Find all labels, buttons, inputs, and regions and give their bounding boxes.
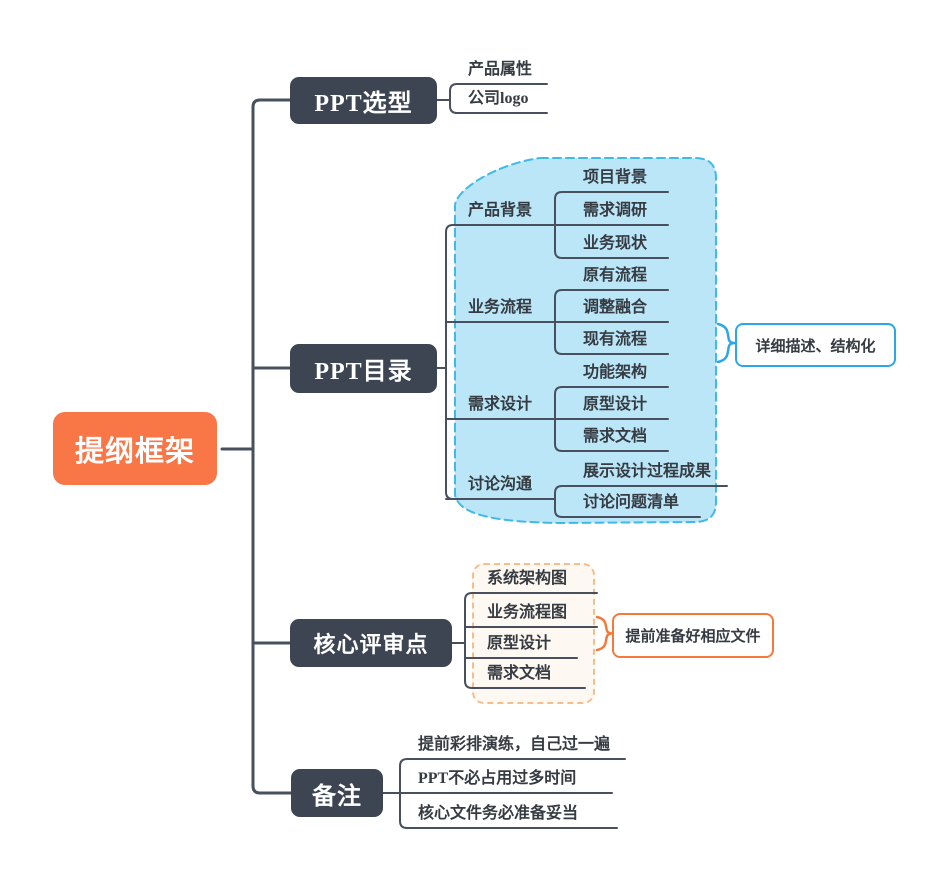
toc-child[interactable]: 功能架构 (583, 364, 648, 381)
toc-group-label[interactable]: 讨论沟通 (468, 476, 533, 493)
ppt-type-child[interactable]: 公司logo (468, 90, 529, 107)
toc-summary-callout[interactable]: 详细描述、结构化 (735, 323, 896, 367)
review-child[interactable]: 系统架构图 (487, 570, 568, 587)
ppt-type-bracket (436, 83, 548, 114)
notes-bracket (382, 758, 626, 829)
toc-child[interactable]: 业务现状 (583, 235, 648, 252)
root-topic[interactable]: 提纲框架 (53, 412, 217, 485)
toc-outer-bracket (436, 224, 556, 500)
toc-child[interactable]: 需求调研 (583, 202, 648, 219)
topic-ppt-toc[interactable]: PPT目录 (290, 344, 437, 393)
toc-group-label[interactable]: 业务流程 (468, 299, 533, 316)
ppt-type-child[interactable]: 产品属性 (468, 61, 533, 78)
trunk-connector (220, 98, 293, 795)
toc-group4-bracket (445, 485, 728, 518)
toc-child[interactable]: 需求文档 (583, 428, 648, 445)
toc-child[interactable]: 调整融合 (583, 299, 648, 316)
toc-child[interactable]: 原型设计 (583, 396, 648, 413)
review-group-region (472, 563, 595, 704)
notes-child[interactable]: 提前彩排演练，自己过一遍 (418, 736, 611, 753)
toc-group-label[interactable]: 需求设计 (468, 396, 533, 413)
topic-notes[interactable]: 备注 (291, 769, 383, 817)
review-bracket (451, 592, 598, 689)
topic-ppt-type[interactable]: PPT选型 (290, 77, 437, 124)
toc-summary-brace (716, 322, 736, 364)
topic-review[interactable]: 核心评审点 (290, 619, 452, 667)
toc-group-label[interactable]: 产品背景 (468, 202, 533, 219)
toc-child[interactable]: 现有流程 (583, 331, 648, 348)
toc-highlight-region (454, 157, 717, 525)
toc-child[interactable]: 项目背景 (583, 169, 648, 186)
toc-group2-bracket (554, 289, 669, 355)
notes-child[interactable]: PPT不必占用过多时间 (418, 770, 577, 787)
review-child[interactable]: 业务流程图 (487, 604, 568, 621)
notes-child[interactable]: 核心文件务必准备妥当 (418, 805, 579, 822)
toc-child[interactable]: 展示设计过程成果 (583, 463, 712, 480)
toc-child[interactable]: 讨论问题清单 (583, 494, 680, 511)
toc-group1-bracket (554, 191, 669, 259)
review-summary-brace (595, 615, 613, 652)
toc-child[interactable]: 原有流程 (583, 267, 648, 284)
review-child[interactable]: 原型设计 (487, 635, 552, 652)
toc-group3-bracket (554, 386, 669, 452)
review-summary-callout[interactable]: 提前准备好相应文件 (612, 613, 774, 658)
review-child[interactable]: 需求文档 (487, 665, 552, 682)
